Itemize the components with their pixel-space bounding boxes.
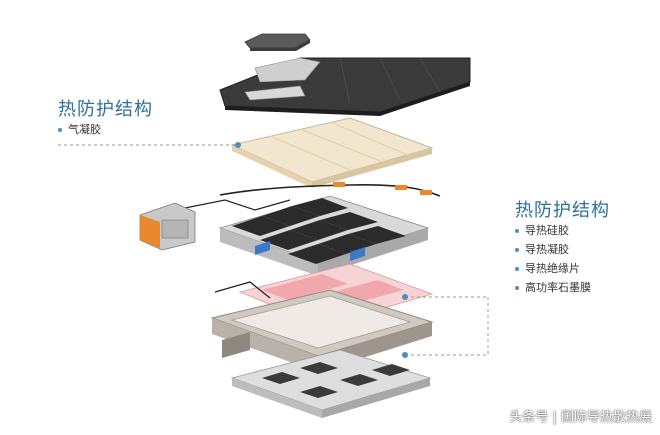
right-callout-item: 高功率石墨膜 (515, 279, 591, 295)
bottom-plate (230, 349, 432, 418)
right-callout-item-label: 导热绝缘片 (525, 262, 580, 275)
bullet-dot-icon (58, 128, 62, 132)
side-module (139, 202, 196, 251)
bullet-dot-icon (515, 229, 519, 233)
bullet-dot-icon (515, 286, 519, 290)
right-callout-item-label: 导热硅胶 (525, 224, 569, 237)
callout-lines (58, 142, 489, 358)
right-callout-item: 导热凝胶 (515, 241, 569, 257)
right-callout-item: 导热硅胶 (515, 222, 569, 238)
right-callout-item-label: 高功率石墨膜 (525, 281, 591, 294)
bullet-dot-icon (515, 267, 519, 271)
right-callout-item: 导热绝缘片 (515, 260, 580, 276)
left-callout-item-aerogel: 气凝胶 (58, 121, 101, 137)
aerogel-layer (230, 117, 434, 188)
right-callout-item-label: 导热凝胶 (525, 243, 569, 256)
left-callout-title: 热防护结构 (58, 99, 153, 120)
bullet-dot-icon (515, 248, 519, 252)
top-cover (219, 57, 471, 116)
left-callout-item-label: 气凝胶 (68, 123, 101, 136)
watermark: 头条号 | 国际导热散热展 (509, 410, 652, 425)
wiring-harness (184, 182, 441, 211)
right-callout-title: 热防护结构 (515, 200, 610, 221)
top-connector-part (244, 33, 311, 51)
battery-module-layer (218, 195, 430, 276)
